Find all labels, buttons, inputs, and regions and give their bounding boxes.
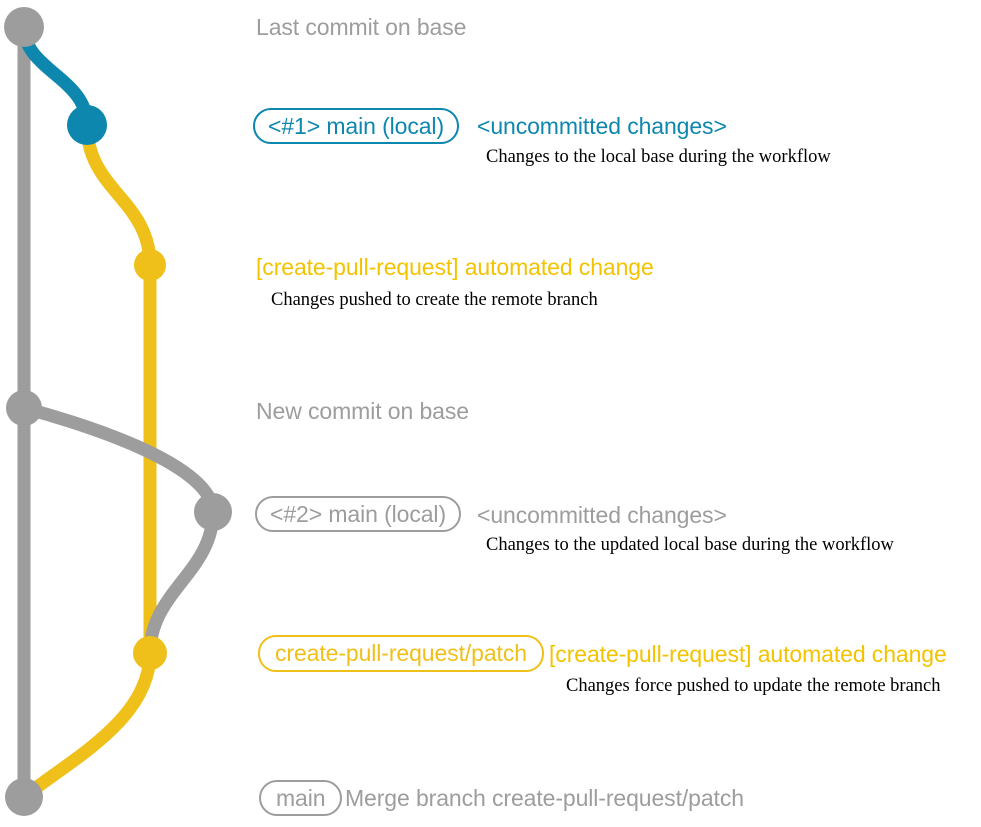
branch-chip-main[interactable]: main [259, 780, 343, 816]
row-title-local-uncommitted-2: <uncommitted changes> [477, 502, 727, 528]
branch-chip-label: <#2> main (local) [270, 500, 446, 527]
branch-chip-label: <#1> main (local) [268, 112, 444, 139]
row-title-new-commit-on-base: New commit on base [256, 398, 469, 424]
row-description-local-uncommitted-1: Changes to the local base during the wor… [486, 147, 831, 167]
row-title-local-uncommitted-1: <uncommitted changes> [477, 113, 727, 139]
commit-node-local-2 [194, 493, 232, 531]
branch-line-updated-local-work [17, 401, 220, 660]
branch-chip-main-local-1[interactable]: <#1> main (local) [253, 108, 459, 144]
branch-chip-label: create-pull-request/patch [275, 640, 527, 666]
commit-node-patch-2 [133, 636, 167, 670]
commit-node-local-1 [67, 105, 107, 145]
commit-node-base-head [4, 7, 44, 47]
branch-chip-main-local-2[interactable]: <#2> main (local) [255, 496, 461, 532]
branch-chip-create-pull-request-patch[interactable]: create-pull-request/patch [258, 635, 544, 672]
commit-node-patch-1 [134, 249, 166, 281]
row-description-local-uncommitted-2: Changes to the updated local base during… [486, 535, 894, 555]
row-title-merge-commit: Merge branch create-pull-request/patch [345, 785, 744, 811]
row-description-automated-change-create: Changes pushed to create the remote bran… [271, 290, 598, 310]
commit-node-base-new [6, 390, 42, 426]
commit-node-base-merge [5, 778, 43, 816]
row-title-automated-change-update: [create-pull-request] automated change [549, 641, 947, 667]
branch-line-merge-into-base [17, 646, 157, 804]
row-title-last-commit-on-base: Last commit on base [256, 14, 467, 40]
row-description-automated-change-update: Changes force pushed to update the remot… [566, 676, 941, 696]
branch-line-create-pull-request-patch [80, 118, 157, 660]
branch-chip-label: main [276, 784, 326, 811]
row-title-automated-change-create: [create-pull-request] automated change [256, 254, 654, 280]
